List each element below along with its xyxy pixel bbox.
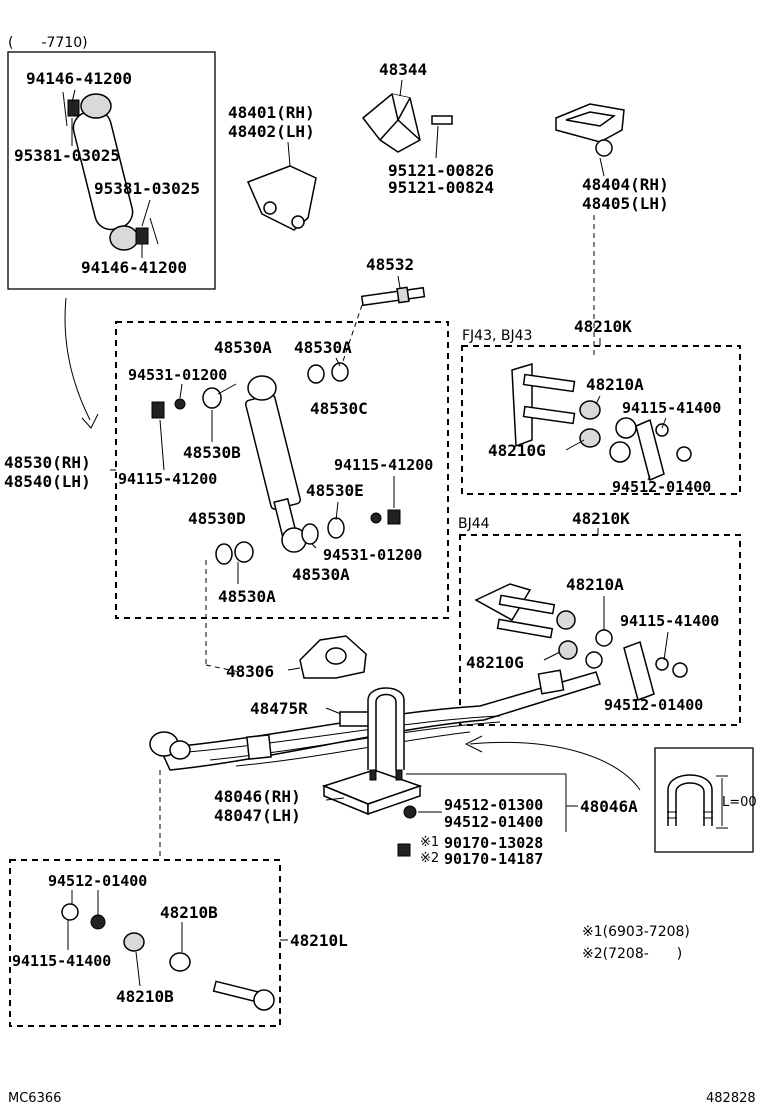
- shock-e-label: 48530E: [306, 481, 364, 500]
- shackle-bj-g-label: 48210G: [466, 653, 524, 672]
- shackle-bj-plate-label: 94512-01400: [604, 696, 703, 714]
- bushing-bottom-label: 95381-03025: [94, 179, 200, 198]
- stud-label: 48532: [366, 255, 414, 274]
- nut-top-label: 94146-41200: [26, 69, 132, 88]
- shock-nut-94531-bottom-label: 94531-01200: [323, 546, 422, 564]
- shackle-fj-g-label: 48210G: [488, 441, 546, 460]
- hanger-rh-label: 48401(RH): [228, 103, 315, 122]
- shock-absorber: [244, 375, 307, 553]
- shock-a3-label: 48530A: [292, 565, 350, 584]
- shackle-fj-washer-label: 94115-41400: [622, 399, 721, 417]
- nut-2-label: 90170-14187: [444, 850, 543, 868]
- shackle-bj-model: BJ44: [458, 516, 490, 532]
- shock-group-box: [115, 321, 449, 619]
- bushing-washer-label: 94115-41400: [12, 952, 111, 970]
- center-bracket: [361, 93, 453, 153]
- arrow-curve: [64, 297, 91, 421]
- shock-a1-label: 48530A: [214, 338, 272, 357]
- footnote-1: ※1(6903-7208): [582, 924, 690, 940]
- bushing-group-box: [9, 859, 281, 1027]
- shackle-bj-a-label: 48210A: [566, 575, 624, 594]
- u-bolt-dim-label: L=00: [722, 795, 757, 810]
- shackle-fj-a-label: 48210A: [586, 375, 644, 394]
- u-bolt-kit-label: 48046A: [580, 797, 638, 816]
- nut-1-mark: ※1: [420, 835, 439, 850]
- bumper-label: 48306: [226, 662, 274, 681]
- plate-1-label: 94512-01300: [444, 796, 543, 814]
- u-bolt-lh-label: 48047(LH): [214, 806, 301, 825]
- footnote-2: ※2(7208- ): [582, 946, 682, 962]
- shackle-bj-washer-label: 94115-41400: [620, 612, 719, 630]
- shock-a2-label: 48530A: [294, 338, 352, 357]
- shackle-fj-parts: [511, 362, 692, 482]
- shock-b-label: 48530B: [183, 443, 241, 462]
- bolt-center-1-label: 95121-00826: [388, 161, 494, 180]
- diagram-code-left: MC6366: [8, 1091, 61, 1106]
- period-note: ( -7710): [8, 35, 88, 51]
- bushing-kit-label: 48210L: [290, 931, 348, 950]
- u-bolt-assembly: [321, 687, 423, 816]
- bushing-top-label: 95381-03025: [14, 146, 120, 165]
- spring-seat-label: 48475R: [250, 699, 308, 718]
- shackle-fj-model: FJ43, BJ43: [462, 328, 532, 344]
- shock-nut-94531-top-label: 94531-01200: [128, 366, 227, 384]
- detail-arrow: [469, 741, 641, 791]
- u-bolt-detail: [667, 774, 728, 829]
- old-shock-absorber: [62, 91, 159, 251]
- plate-2-label: 94512-01400: [444, 813, 543, 831]
- u-bolt-rh-label: 48046(RH): [214, 787, 301, 806]
- shock-nut-94115-right-label: 94115-41200: [334, 456, 433, 474]
- shock-a4-label: 48530A: [218, 587, 276, 606]
- shackle-bj-parts: [474, 583, 688, 701]
- shackle-bj-box: [459, 534, 741, 726]
- nut-bottom-label: 94146-41200: [81, 258, 187, 277]
- stud-bolt: [360, 286, 426, 307]
- bracket-center-label: 48344: [379, 60, 427, 79]
- bushing-plate-label: 94512-01400: [48, 872, 147, 890]
- diagram-code-right: 482828: [706, 1091, 756, 1106]
- right-bracket: [555, 103, 625, 157]
- shock-nut-94115-left-label: 94115-41200: [118, 470, 217, 488]
- shackle-fj-kit-label: 48210K: [574, 317, 632, 336]
- bracket-right-rh-label: 48404(RH): [582, 175, 669, 194]
- shock-kit-box: [7, 51, 216, 290]
- bushing-b1-label: 48210B: [160, 903, 218, 922]
- nut-1-label: 90170-13028: [444, 834, 543, 852]
- bushing-b2-label: 48210B: [116, 987, 174, 1006]
- bump-stopper: [299, 635, 367, 679]
- shackle-bj-kit-label: 48210K: [572, 509, 630, 528]
- shock-small-parts: [151, 362, 401, 565]
- shock-d-label: 48530D: [188, 509, 246, 528]
- shackle-fj-box: [461, 345, 741, 495]
- shock-lh-label: 48540(LH): [4, 472, 91, 491]
- shock-rh-label: 48530(RH): [4, 453, 91, 472]
- bracket-right-lh-label: 48405(LH): [582, 194, 669, 213]
- bushing-parts: [61, 903, 275, 1011]
- u-bolt-detail-box: [654, 747, 754, 853]
- shackle-fj-plate-label: 94512-01400: [612, 478, 711, 496]
- bolt-center-2-label: 95121-00824: [388, 178, 494, 197]
- nut-2-mark: ※2: [420, 851, 439, 866]
- hanger-lh-label: 48402(LH): [228, 122, 315, 141]
- shock-c-label: 48530C: [310, 399, 368, 418]
- spring-hanger: [246, 165, 317, 231]
